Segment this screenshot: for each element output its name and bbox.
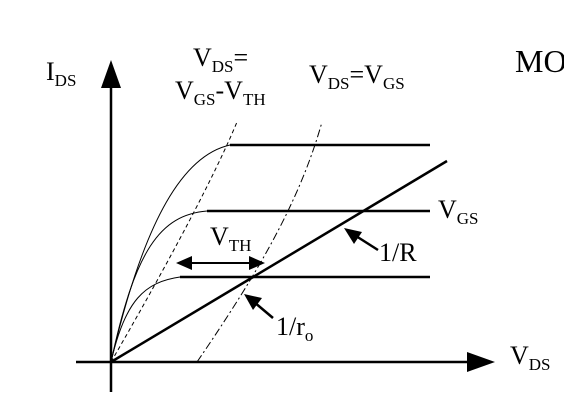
x-axis-arrowhead [467, 352, 495, 372]
vds-eq-vgs-label: VDS=VGS [309, 60, 405, 93]
load-line-1-over-r [110, 159, 448, 364]
pointer-1-over-ro [244, 294, 274, 319]
curve-low-vgs [110, 276, 181, 363]
boundary-vds-eq-vgs-minus-vth [110, 121, 238, 363]
curve-mid-vgs [110, 210, 208, 363]
y-axis-label: IDS [46, 57, 76, 90]
id-vds-curves [110, 143, 430, 363]
x-axis-label: VDS [510, 341, 551, 374]
vdsat-label-line1: VDS= [193, 43, 248, 76]
vth-double-arrow [176, 256, 265, 270]
title-fragment: MO [515, 43, 564, 79]
one-over-ro-label: 1/ro [276, 312, 313, 345]
one-over-r-label: 1/R [379, 238, 417, 267]
boundary-vds-eq-vgs [196, 121, 323, 363]
y-axis-arrowhead [101, 60, 121, 88]
vdsat-label-line2: VGS-VTH [175, 76, 266, 109]
vth-label: VTH [210, 222, 251, 255]
pointer-1-over-r [344, 228, 379, 252]
axes [76, 60, 495, 392]
vgs-curve-label: VGS [438, 195, 479, 228]
